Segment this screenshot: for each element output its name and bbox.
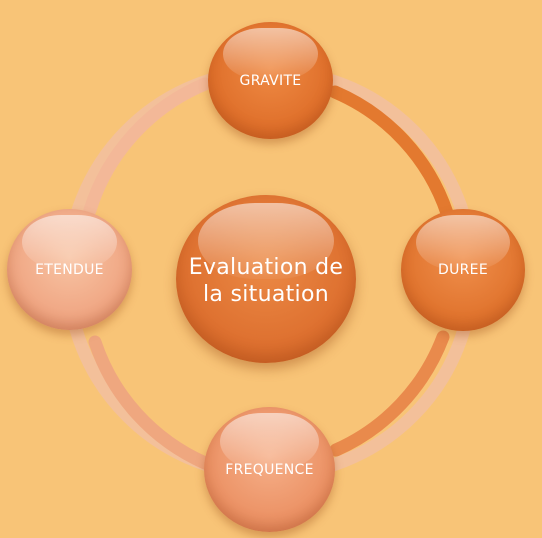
arc-duree-frequence xyxy=(329,330,450,457)
node-label: DUREE xyxy=(438,262,488,278)
center-label: Evaluation de la situation xyxy=(188,255,344,307)
node-gravite: GRAVITE xyxy=(208,22,333,139)
arc-frequence-etendue xyxy=(88,335,212,470)
node-etendue: ETENDUE xyxy=(7,209,132,330)
node-label: FREQUENCE xyxy=(225,461,314,478)
arc-gravite-duree xyxy=(328,85,454,220)
node-label: GRAVITE xyxy=(239,72,302,89)
node-frequence: FREQUENCE xyxy=(204,407,335,532)
center-node: Evaluation de la situation xyxy=(176,195,356,363)
node-label: ETENDUE xyxy=(35,261,104,278)
node-duree: DUREE xyxy=(401,209,525,331)
arc-etendue-gravite xyxy=(83,77,212,217)
